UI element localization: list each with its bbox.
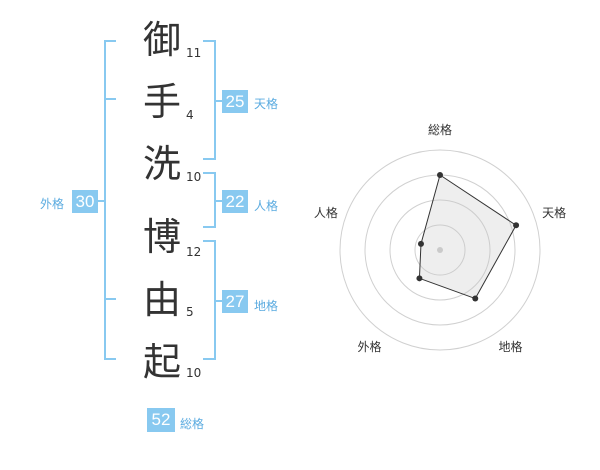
radar-axis-label-2: 天格	[542, 205, 566, 220]
stroke-count-2: 4	[186, 108, 194, 122]
tenkaku-label: 天格	[254, 97, 279, 111]
radar-point-5	[417, 240, 424, 247]
radar-axis-label-4: 外格	[357, 339, 381, 354]
name-char-4: 博	[142, 215, 181, 259]
gaikaku-label: 外格	[40, 197, 65, 211]
radar-point-3	[472, 295, 479, 302]
stroke-count-6: 10	[186, 366, 202, 380]
radar-center-dot	[437, 247, 443, 253]
radar-ring-1	[414, 224, 466, 276]
name-char-6: 起	[142, 340, 181, 384]
radar-point-1	[437, 172, 443, 178]
tenkaku-badge: 25	[222, 90, 248, 113]
chikaku-label: 地格	[254, 299, 279, 313]
stroke-count-3: 10	[186, 170, 202, 184]
stroke-count-1: 11	[186, 46, 202, 60]
name-char-5: 由	[142, 278, 181, 322]
radar-axis-label-5: 人格	[314, 205, 338, 220]
radar-point-4	[416, 275, 423, 282]
radar-ring-4	[339, 149, 541, 351]
name-char-2: 手	[142, 80, 181, 124]
radar-axis-label-3: 地格	[499, 339, 523, 354]
radar-ring-2	[389, 199, 491, 301]
radar-axis-label-1: 総格	[428, 122, 452, 137]
jinkaku-label: 人格	[254, 199, 279, 213]
jinkaku-badge: 22	[222, 190, 248, 213]
soukaku-label: 総格	[180, 417, 205, 431]
name-char-3: 洗	[142, 142, 181, 186]
stroke-count-4: 12	[186, 245, 202, 259]
gaikaku-badge: 30	[72, 190, 98, 213]
soukaku-badge: 52	[147, 408, 175, 432]
chikaku-badge: 27	[222, 290, 248, 313]
radar-point-2	[513, 222, 520, 229]
name-char-1: 御	[142, 18, 181, 62]
radar-shape	[418, 174, 517, 300]
stroke-count-5: 5	[186, 305, 194, 319]
